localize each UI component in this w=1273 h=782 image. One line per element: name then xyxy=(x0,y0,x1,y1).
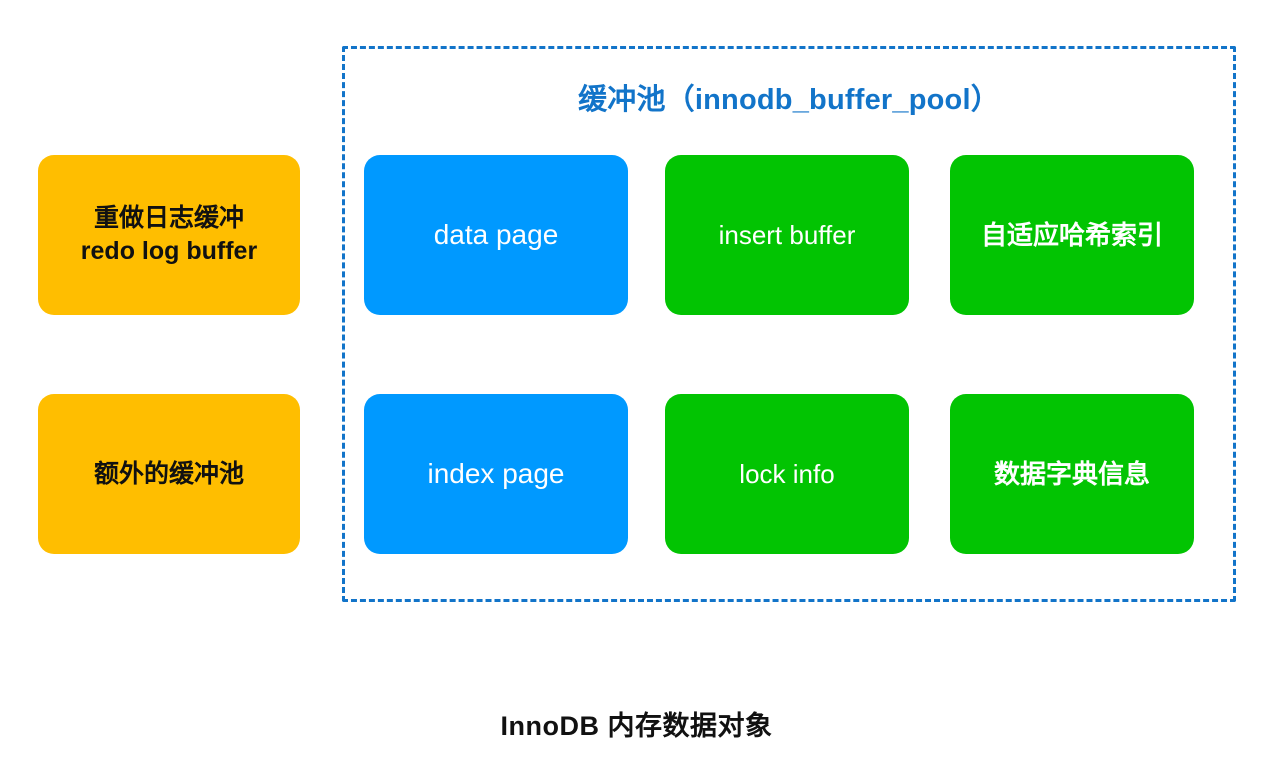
data-dictionary-info-label: 数据字典信息 xyxy=(993,458,1150,489)
adaptive-hash-index-box: 自适应哈希索引 xyxy=(950,155,1194,315)
buffer-pool-title: 缓冲池（innodb_buffer_pool） xyxy=(578,84,1000,116)
adaptive-hash-index-label: 自适应哈希索引 xyxy=(980,219,1163,250)
insert-buffer-box: insert buffer xyxy=(665,155,909,315)
additional-buffer-pool-label: 额外的缓冲池 xyxy=(93,459,244,488)
diagram-caption: InnoDB 内存数据对象 xyxy=(500,711,773,741)
redo-log-buffer-box: 重做日志缓冲 redo log buffer xyxy=(38,155,300,315)
insert-buffer-label: insert buffer xyxy=(718,219,856,250)
buffer-pool-container xyxy=(342,46,1236,602)
index-page-box: index page xyxy=(364,394,628,554)
data-dictionary-info-box: 数据字典信息 xyxy=(950,394,1194,554)
lock-info-label: lock info xyxy=(739,458,835,489)
data-page-label: data page xyxy=(433,218,559,250)
index-page-label: index page xyxy=(427,457,565,489)
lock-info-box: lock info xyxy=(665,394,909,554)
redo-log-buffer-label: 重做日志缓冲 redo log buffer xyxy=(80,204,258,265)
additional-buffer-pool-box: 额外的缓冲池 xyxy=(38,394,300,554)
data-page-box: data page xyxy=(364,155,628,315)
